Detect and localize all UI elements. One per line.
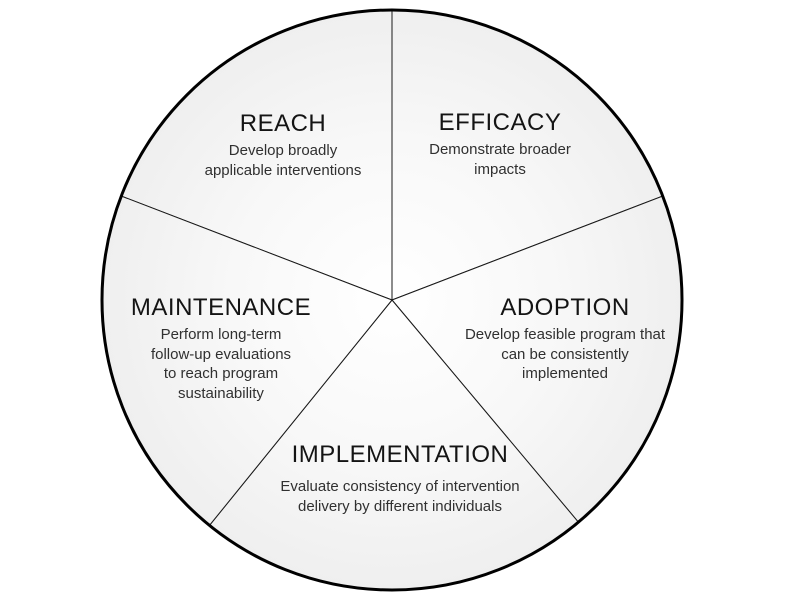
segment-efficacy-description: Demonstrate broader impacts [429, 141, 571, 178]
pie-outline [100, 8, 684, 592]
segment-maintenance-description: Perform long-term follow-up evaluations … [150, 326, 292, 402]
segment-reach-label: REACH Develop broadly applicable interve… [205, 110, 362, 180]
segment-adoption-description: Develop feasible program that can be con… [464, 326, 666, 382]
segment-reach-description: Develop broadly applicable interventions [204, 142, 362, 179]
segment-adoption-label: ADOPTION Develop feasible program that c… [465, 294, 665, 384]
segment-maintenance-title: MAINTENANCE [130, 294, 312, 321]
segment-adoption-title: ADOPTION [500, 294, 630, 321]
pie-wedges [100, 8, 684, 592]
segment-maintenance-label: MAINTENANCE Perform long-term follow-up … [131, 294, 311, 403]
segment-implementation-title: IMPLEMENTATION [291, 441, 509, 468]
segment-efficacy-title: EFFICACY [438, 109, 562, 136]
segment-reach-title: REACH [239, 110, 327, 137]
segment-efficacy-label: EFFICACY Demonstrate broader impacts [429, 109, 571, 179]
segment-implementation-label: IMPLEMENTATION Evaluate consistency of i… [280, 441, 519, 516]
segment-implementation-description: Evaluate consistency of intervention del… [280, 478, 520, 515]
